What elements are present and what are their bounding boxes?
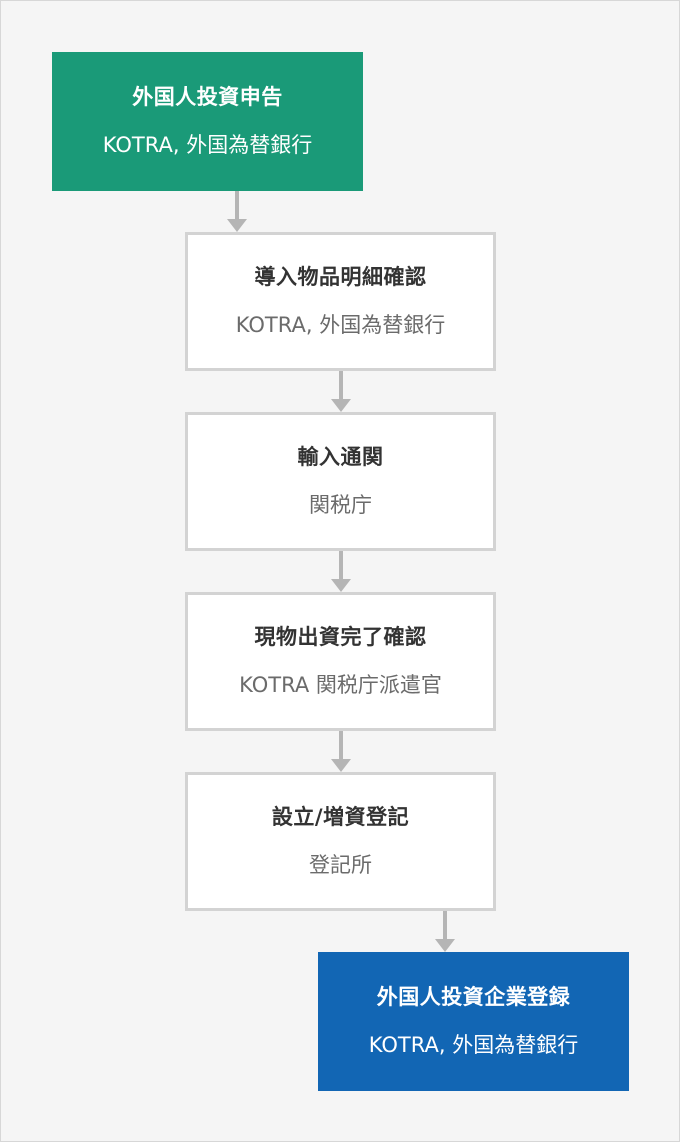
- step-subtitle: 関税庁: [309, 492, 372, 517]
- flow-arrow: [435, 911, 455, 952]
- step-title: 輸入通関: [297, 445, 384, 470]
- step-title: 導入物品明細確認: [254, 265, 427, 290]
- step-subtitle: 登記所: [309, 852, 372, 877]
- step-title: 外国人投資企業登録: [376, 985, 571, 1010]
- flow-arrow: [331, 731, 351, 772]
- step-import-customs-clearance: 輸入通関 関税庁: [185, 412, 496, 551]
- step-title: 外国人投資申告: [132, 85, 283, 110]
- flow-arrow: [331, 551, 351, 592]
- step-incorporation-registration: 設立/増資登記 登記所: [185, 772, 496, 911]
- step-in-kind-contribution-confirmation: 現物出資完了確認 KOTRA 関税庁派遣官: [185, 592, 496, 731]
- step-foreign-investment-report: 外国人投資申告 KOTRA, 外国為替銀行: [52, 52, 363, 191]
- step-subtitle: KOTRA, 外国為替銀行: [235, 312, 446, 337]
- step-subtitle: KOTRA 関税庁派遣官: [239, 672, 442, 697]
- step-title: 現物出資完了確認: [254, 625, 427, 650]
- step-imported-goods-confirmation: 導入物品明細確認 KOTRA, 外国為替銀行: [185, 232, 496, 371]
- step-subtitle: KOTRA, 外国為替銀行: [368, 1032, 579, 1057]
- step-title: 設立/増資登記: [271, 805, 410, 830]
- step-subtitle: KOTRA, 外国為替銀行: [102, 132, 313, 157]
- flow-arrow: [331, 371, 351, 412]
- step-foreign-invested-company-registration: 外国人投資企業登録 KOTRA, 外国為替銀行: [318, 952, 629, 1091]
- flow-arrow: [227, 191, 247, 232]
